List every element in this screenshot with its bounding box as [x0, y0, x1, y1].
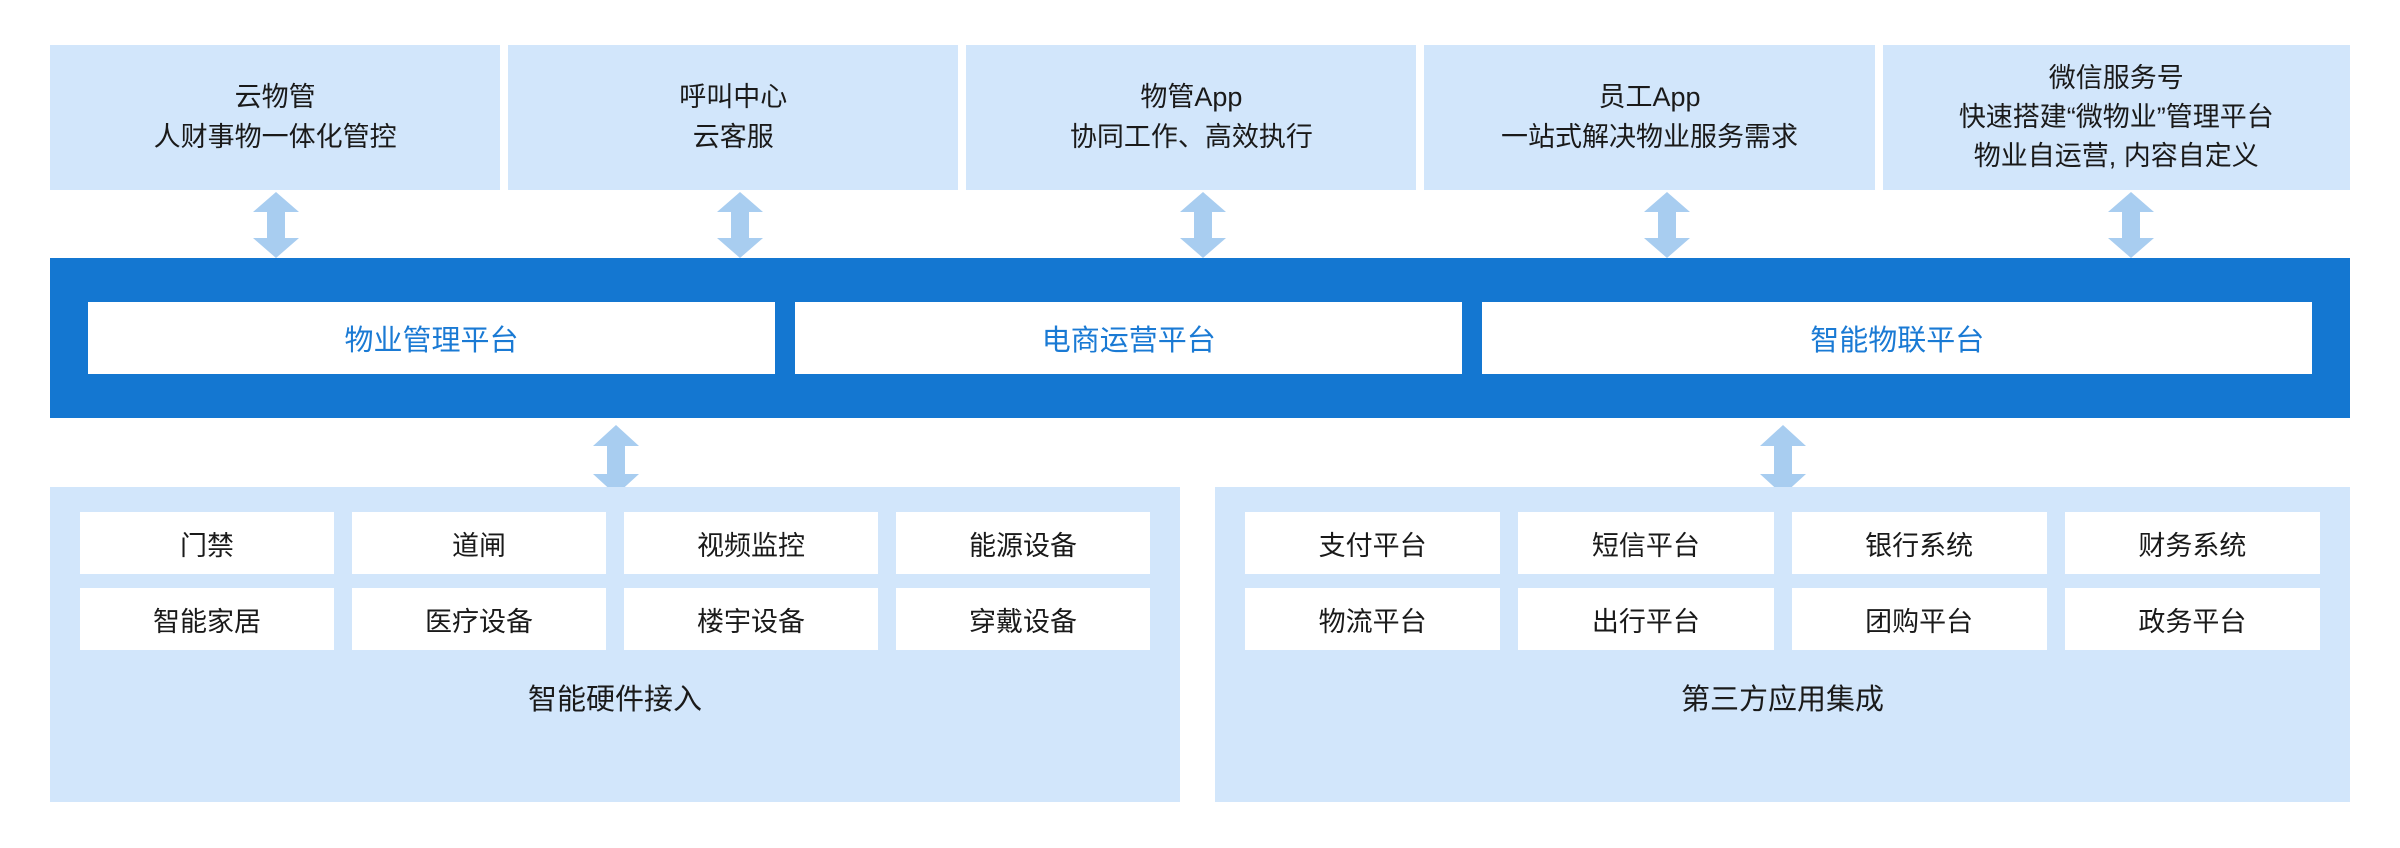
platform-box-smart-iot[interactable]: 智能物联平台 [1482, 302, 2312, 374]
platform-label: 智能物联平台 [1810, 325, 1985, 357]
hardware-tile-grid: 门禁 道闸 视频监控 能源设备 智能家居 医疗设备 楼宇设备 穿戴设备 [80, 512, 1150, 650]
platform-band: 物业管理平台 电商运营平台 智能物联平台 [50, 258, 2350, 418]
double-arrow-icon-channel-4 [1644, 192, 1690, 258]
channel-subtitle-1: 快速搭建“微物业”管理平台 [1958, 101, 2274, 132]
platform-label: 电商运营平台 [1041, 325, 1216, 357]
tile-groupbuy-platform[interactable]: 团购平台 [1791, 588, 2047, 650]
channel-box-cloud-property[interactable]: 云物管 人财事物一体化管控 [50, 45, 501, 190]
channel-subtitle: 云客服 [692, 121, 774, 152]
tile-logistics-platform[interactable]: 物流平台 [1245, 588, 1501, 650]
channel-title: 微信服务号 [2048, 62, 2184, 93]
tile-bank-system[interactable]: 银行系统 [1791, 512, 2047, 574]
panel-caption-thirdparty: 第三方应用集成 [1680, 684, 1884, 716]
channel-title: 物管App [1140, 82, 1243, 113]
channel-title: 呼叫中心 [679, 82, 788, 113]
tile-payment-platform[interactable]: 支付平台 [1245, 512, 1501, 574]
tile-government-platform[interactable]: 政务平台 [2064, 588, 2320, 650]
channel-title: 员工App [1598, 82, 1701, 113]
channel-title: 云物管 [234, 82, 316, 113]
double-arrow-icon-thirdparty [1760, 425, 1806, 495]
platform-box-property-management[interactable]: 物业管理平台 [88, 302, 775, 374]
panel-thirdparty-integration: 支付平台 短信平台 银行系统 财务系统 物流平台 出行平台 团购平台 政务平台 … [1215, 487, 2350, 802]
tile-wearable-equipment[interactable]: 穿戴设备 [896, 588, 1150, 650]
channel-box-wechat-service-account[interactable]: 微信服务号 快速搭建“微物业”管理平台 物业自运营, 内容自定义 [1882, 45, 2350, 190]
tile-energy-equipment[interactable]: 能源设备 [896, 512, 1150, 574]
channel-subtitle: 人财事物一体化管控 [153, 121, 397, 152]
double-arrow-icon-channel-2 [717, 192, 763, 258]
panel-caption-hardware: 智能硬件接入 [527, 684, 702, 716]
tile-smart-home[interactable]: 智能家居 [80, 588, 334, 650]
channel-row: 云物管 人财事物一体化管控 呼叫中心 云客服 物管App 协同工作、高效执行 员… [50, 45, 2350, 190]
tile-building-equipment[interactable]: 楼宇设备 [624, 588, 878, 650]
platform-label: 物业管理平台 [344, 325, 519, 357]
tile-finance-system[interactable]: 财务系统 [2064, 512, 2320, 574]
channel-box-call-center[interactable]: 呼叫中心 云客服 [508, 45, 959, 190]
channel-box-property-app[interactable]: 物管App 协同工作、高效执行 [966, 45, 1417, 190]
double-arrow-icon-channel-1 [253, 192, 299, 258]
channel-subtitle-2: 物业自运营, 内容自定义 [1973, 141, 2259, 172]
panel-smart-hardware-access: 门禁 道闸 视频监控 能源设备 智能家居 医疗设备 楼宇设备 穿戴设备 智能硬件… [50, 487, 1180, 802]
tile-barrier-gate[interactable]: 道闸 [352, 512, 606, 574]
double-arrow-icon-channel-3 [1180, 192, 1226, 258]
channel-subtitle: 一站式解决物业服务需求 [1501, 121, 1799, 152]
tile-travel-platform[interactable]: 出行平台 [1518, 588, 1774, 650]
platform-box-ecommerce-operations[interactable]: 电商运营平台 [794, 302, 1463, 374]
tile-sms-platform[interactable]: 短信平台 [1518, 512, 1774, 574]
double-arrow-icon-hardware [593, 425, 639, 495]
thirdparty-tile-grid: 支付平台 短信平台 银行系统 财务系统 物流平台 出行平台 团购平台 政务平台 [1245, 512, 2320, 650]
channel-box-staff-app[interactable]: 员工App 一站式解决物业服务需求 [1424, 45, 1875, 190]
tile-medical-equipment[interactable]: 医疗设备 [352, 588, 606, 650]
double-arrow-icon-channel-5 [2108, 192, 2154, 258]
tile-video-surveillance[interactable]: 视频监控 [624, 512, 878, 574]
tile-access-control[interactable]: 门禁 [80, 512, 334, 574]
channel-subtitle: 协同工作、高效执行 [1069, 121, 1313, 152]
